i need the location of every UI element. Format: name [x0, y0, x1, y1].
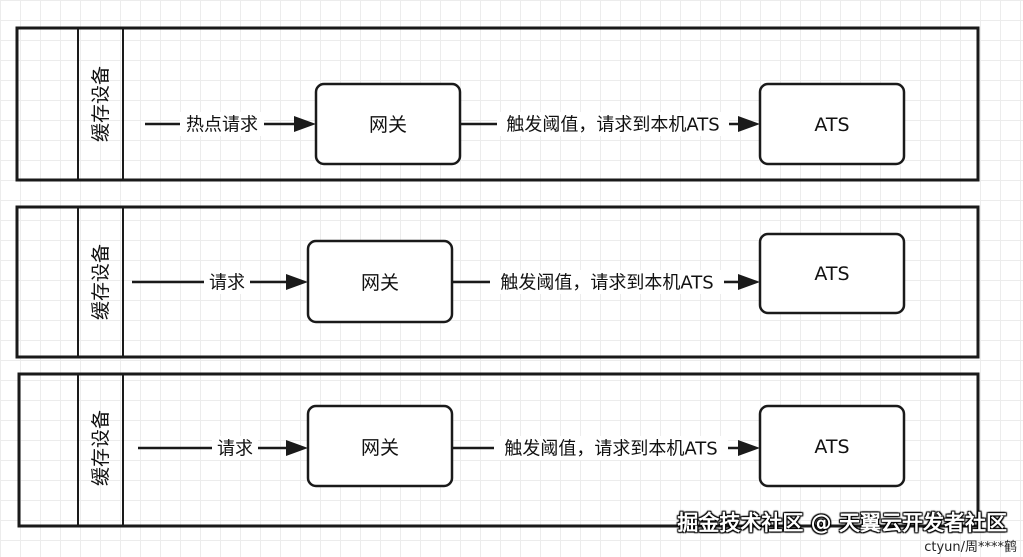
- request-label-bg: [180, 112, 264, 136]
- lane-header: [77, 373, 124, 527]
- request-label-bg: [212, 436, 258, 460]
- trigger-edge-label: 触发阈值，请求到本机ATS: [506, 115, 719, 136]
- watermark: 掘金技术社区 @ 天翼云开发者社区: [677, 511, 1007, 535]
- ats-node-label: ATS: [814, 114, 849, 136]
- lane-header: [77, 27, 124, 181]
- trigger-label-bg: [494, 436, 728, 460]
- lane-3: 缓存设备 请求 网关 触发阈值，请求到本机ATS ATS: [17, 372, 980, 528]
- lane-header: [77, 206, 124, 358]
- request-edge-arrowhead: [286, 274, 308, 290]
- lane-1: 缓存设备 热点请求 网关 触发阈值，请求到本机ATS ATS: [15, 26, 980, 182]
- gateway-node-label: 网关: [369, 114, 407, 136]
- trigger-label-bg: [497, 112, 729, 136]
- trigger-edge-arrowhead: [738, 274, 760, 290]
- request-edge-arrowhead: [286, 440, 308, 456]
- ats-node: [758, 82, 906, 166]
- lane-title: 缓存设备: [90, 410, 112, 486]
- lane-frame: [15, 26, 980, 182]
- request-edge-arrowhead: [294, 116, 316, 132]
- gateway-node-label: 网关: [361, 437, 399, 459]
- trigger-label-bg: [490, 270, 724, 294]
- ats-node: [758, 404, 906, 488]
- lane-title: 缓存设备: [90, 66, 112, 142]
- request-edge-label: 请求: [209, 273, 245, 294]
- lane-title: 缓存设备: [90, 244, 112, 320]
- lane-frame: [17, 372, 980, 528]
- request-edge-label: 请求: [217, 439, 253, 460]
- trigger-edge-arrowhead: [738, 116, 760, 132]
- gateway-node: [306, 404, 454, 488]
- trigger-edge-label: 触发阈值，请求到本机ATS: [504, 439, 717, 460]
- ats-node-label: ATS: [814, 263, 849, 285]
- request-edge-label: 热点请求: [186, 115, 258, 136]
- lane-2: 缓存设备 请求 网关 触发阈值，请求到本机ATS ATS: [15, 205, 980, 359]
- request-label-bg: [204, 270, 250, 294]
- ats-node-label: ATS: [814, 436, 849, 458]
- trigger-edge-label: 触发阈值，请求到本机ATS: [500, 273, 713, 294]
- lane-frame: [15, 205, 980, 359]
- gateway-node-label: 网关: [361, 272, 399, 294]
- ats-node: [758, 232, 906, 315]
- author-credit: ctyun/周****鹤: [924, 540, 1017, 555]
- trigger-edge-arrowhead: [738, 440, 760, 456]
